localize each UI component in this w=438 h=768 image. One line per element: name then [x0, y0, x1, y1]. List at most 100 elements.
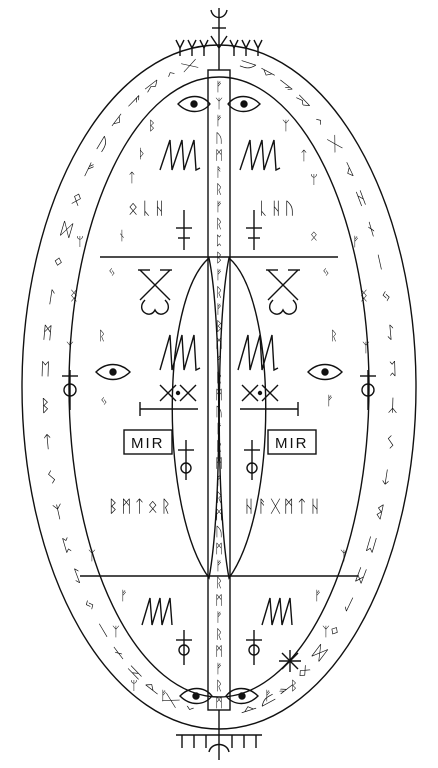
ring-rune: ᚾ: [363, 217, 378, 239]
ring-rune: ᛒ: [373, 500, 387, 522]
ring-rune: ᛉ: [51, 502, 65, 524]
spine-rune: ᚢ: [215, 405, 223, 420]
spine-rune: ᚱ: [215, 628, 223, 643]
spine-rune: ᛈ: [215, 234, 223, 249]
spine-rune: ᚢ: [215, 131, 223, 146]
ring-rune: ᛗ: [353, 564, 370, 586]
ring-rune: ᚦ: [108, 111, 128, 133]
left-knot-glyph: [138, 269, 172, 315]
svg-text:ᚱ: ᚱ: [330, 329, 338, 344]
right-cross-marks: [241, 384, 279, 402]
svg-text:ᛝ: ᛝ: [360, 289, 368, 304]
spine-rune: ᚠ: [215, 559, 223, 574]
spine-rune: ᚠ: [215, 200, 223, 215]
svg-text:ᛒ: ᛒ: [290, 679, 298, 694]
spine-rune: ᚱ: [215, 371, 223, 386]
upper-right-zigzag: [239, 139, 281, 172]
ring-rune: ᛉ: [387, 394, 398, 414]
spine-rune: ᚠ: [215, 474, 223, 489]
ring-rune: ᚾ: [109, 643, 129, 665]
spine-rune: ᛗ: [215, 645, 223, 660]
spine-rune: ᚱ: [215, 491, 223, 506]
ring-rune: ᚱ: [141, 76, 163, 96]
ring-rune: ᛈ: [59, 535, 74, 557]
ring-rune: ᚲ: [309, 109, 329, 131]
ring-rune: ᛜ: [51, 252, 65, 274]
spine-rune: ᚢ: [215, 525, 223, 540]
right-knot-glyph: [266, 269, 300, 315]
svg-text:ᚠ: ᚠ: [120, 589, 128, 604]
ring-rune: ᚠ: [80, 159, 98, 181]
svg-text:ᛃ: ᛃ: [322, 265, 330, 280]
spine-rune: ᛉ: [215, 97, 223, 112]
spine-rune: ᚠ: [215, 302, 223, 317]
ring-rune: ᚦ: [255, 64, 277, 82]
svg-text:ᚠ: ᚠ: [352, 235, 360, 250]
spine-rune: ᛗ: [215, 148, 223, 163]
right-mir-box: [267, 429, 317, 455]
ring-rune: ᚺ: [352, 186, 369, 208]
svg-text:ᚱ: ᚱ: [98, 329, 106, 344]
ring-rune: ᚢ: [236, 57, 258, 73]
left-mir-box: [123, 429, 173, 455]
spine-rune: ᛗ: [215, 337, 223, 352]
svg-text:ᛉ: ᛉ: [362, 341, 370, 356]
left-bracket: [139, 402, 198, 416]
spine-rune: ᛗ: [215, 593, 223, 608]
svg-text:ᚠ: ᚠ: [326, 394, 334, 409]
svg-text:ᚠ: ᚠ: [160, 689, 168, 704]
spine-rune: ᚱ: [215, 217, 223, 232]
ring-rune: ᚨ: [274, 75, 296, 95]
ring-rune: ᛚ: [340, 592, 358, 614]
right-bracket: [240, 402, 299, 416]
ring-rune: ᛒ: [40, 396, 51, 416]
svg-text:ᚾ: ᚾ: [118, 229, 126, 244]
svg-text:ᛉ: ᛉ: [340, 549, 348, 564]
left-cross-marks: [159, 384, 197, 402]
left-mir-text: MIR: [131, 435, 165, 452]
ring-rune: ᚢ: [93, 134, 112, 156]
star-glyph: [279, 650, 301, 672]
mid-right-zigzag: [237, 334, 279, 372]
svg-text:ᚠ: ᚠ: [314, 589, 322, 604]
ring-rune: ᛏ: [380, 466, 393, 487]
top-fork-marks: [175, 39, 263, 56]
spine-rune: ᛗ: [215, 542, 223, 557]
upper-right-word: ᚳᚺᚢ: [258, 199, 298, 219]
ring-rune: ᛚ: [45, 287, 58, 308]
svg-text:ᛉ: ᛉ: [282, 119, 290, 134]
svg-text:ᛘ: ᛘ: [310, 173, 318, 188]
ring-rune: ᛇ: [384, 321, 396, 342]
svg-text:ᚦ: ᚦ: [138, 147, 146, 162]
ring-rune: ᛃ: [81, 594, 99, 616]
spine-rune: ᚠ: [215, 354, 223, 369]
ring-rune: ᛖ: [40, 360, 51, 380]
ring-rune: ᛈ: [387, 358, 398, 378]
spine-rune: ᚱ: [215, 183, 223, 198]
ring-rune: ᚱ: [292, 90, 313, 111]
spine-rune: ᛗ: [215, 388, 223, 403]
svg-text:ᛘ: ᛘ: [130, 679, 138, 694]
svg-text:ᛉ: ᛉ: [88, 549, 96, 564]
spine-rune: ᛗ: [215, 508, 223, 523]
upper-left-zigzag: [159, 139, 201, 172]
svg-text:ᛉ: ᛉ: [66, 341, 74, 356]
spine-rune: ᛗ: [215, 456, 223, 471]
ring-rune: ᛟ: [68, 188, 85, 210]
ring-rune: ᚹ: [339, 158, 357, 180]
svg-text:ᚠ: ᚠ: [264, 689, 272, 704]
ring-rune: ᛊ: [45, 468, 58, 489]
spine-rune: ᚱ: [215, 285, 223, 300]
eye-glyphs: [95, 95, 343, 705]
spine-rune: ᚱ: [215, 679, 223, 694]
left-lens: [171, 256, 220, 580]
spine-rune: ᚱ: [215, 576, 223, 591]
ring-rune: ᚨ: [123, 92, 144, 113]
spine-rune: ᛗ: [215, 696, 223, 711]
ring-rune: ᛞ: [59, 219, 74, 241]
svg-text:ᛉ: ᛉ: [112, 625, 120, 640]
svg-text:ᛏ: ᛏ: [128, 171, 136, 186]
